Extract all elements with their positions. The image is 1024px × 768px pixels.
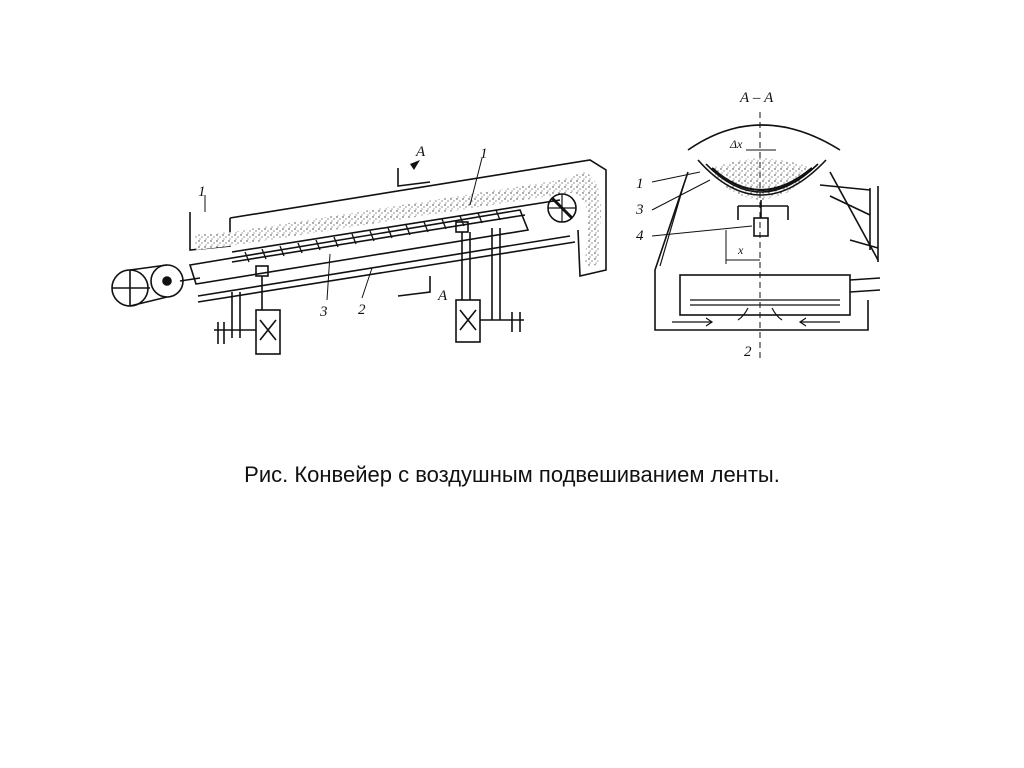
figure-caption: Рис. Конвейер с воздушным подвешиванием … [244,462,780,487]
casing-top [229,159,607,219]
label-section-3: 3 [635,202,644,218]
label-belt: 2 [358,302,366,318]
trough-outer [697,159,827,196]
label-section-a-bottom: A [437,288,448,304]
section-title: А – А [739,90,774,106]
casing-arc [687,124,841,151]
belt-ribs [244,209,501,263]
label-air-chamber: 3 [319,304,328,320]
belt-section [711,167,813,192]
air-chamber-section [679,274,851,316]
label-section-4: 4 [636,228,644,244]
material-layer [195,172,602,266]
side-view-labels: 1 2 3 1 A A [198,144,488,320]
label-delta-x: Δx [729,137,743,151]
label-section-a-top: A [415,144,426,160]
return-belt [197,235,571,297]
label-trough: 1 [480,146,488,162]
side-view-drawing [111,157,607,355]
label-x: x [737,243,744,257]
sensor-4 [753,217,769,237]
section-view-labels: А – А 1 3 4 2 Δx x [635,90,774,360]
frame-line [197,241,576,303]
fan-unit-left [214,265,281,355]
casing-head [577,182,607,277]
label-loading: 1 [198,184,206,200]
left-wall [654,171,869,331]
trough-inner [705,163,819,193]
belt-trough [231,214,526,263]
air-chamber [188,209,530,285]
label-section-1: 1 [636,176,644,192]
label-section-2: 2 [744,344,752,360]
section-arrow-top [397,168,431,187]
section-arrow-bottom [397,276,431,297]
section-view-drawing [651,112,881,360]
fan-unit-right [455,221,524,343]
belt-upper [231,199,561,253]
